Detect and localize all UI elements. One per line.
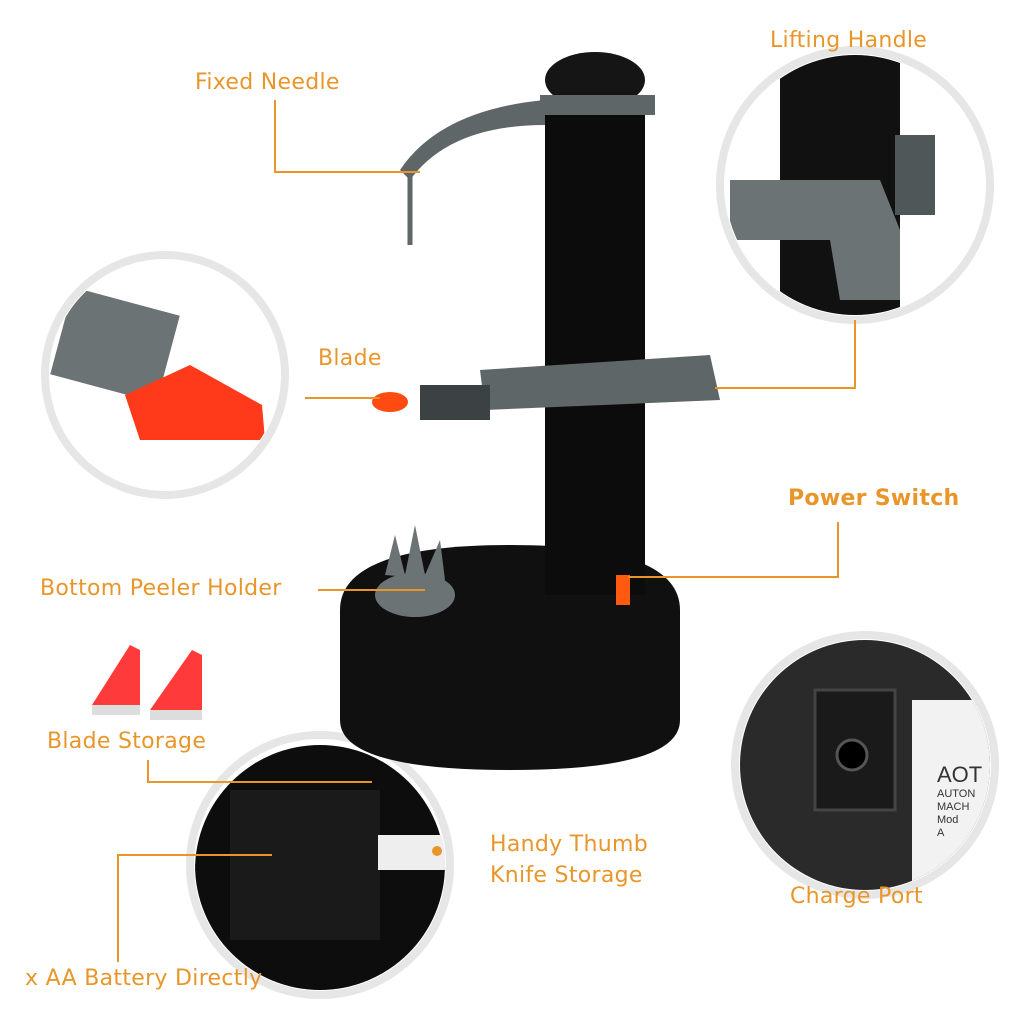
label-thumb-knife-1: Handy Thumb	[490, 832, 648, 857]
label-lifting-handle: Lifting Handle	[770, 28, 928, 53]
sticker-line: Mod	[937, 814, 959, 826]
sticker-line: A	[937, 827, 945, 839]
inset-blade	[41, 251, 289, 499]
leader-lines	[117, 100, 856, 962]
label-blade-storage: Blade Storage	[47, 729, 207, 754]
label-bottom-peeler-holder: Bottom Peeler Holder	[40, 576, 282, 601]
sticker-brand: AOT	[937, 762, 983, 787]
spare-blades	[92, 645, 202, 720]
sticker-line: AUTON	[937, 788, 976, 800]
peeler-main	[340, 52, 720, 770]
label-blade: Blade	[318, 346, 382, 371]
label-fixed-needle: Fixed Needle	[195, 70, 340, 95]
inset-charge-port	[731, 631, 999, 899]
label-charge-port: Charge Port	[790, 884, 923, 909]
inset-battery-compartment	[186, 731, 454, 999]
label-thumb-knife-2: Knife Storage	[490, 863, 643, 888]
sticker-lines: AUTON MACH Mod A	[937, 788, 987, 840]
label-power-switch: Power Switch	[788, 486, 960, 511]
label-battery: x AA Battery Directly	[25, 966, 263, 991]
inset-lifting-handle	[716, 46, 994, 324]
sticker-line: MACH	[937, 801, 970, 813]
